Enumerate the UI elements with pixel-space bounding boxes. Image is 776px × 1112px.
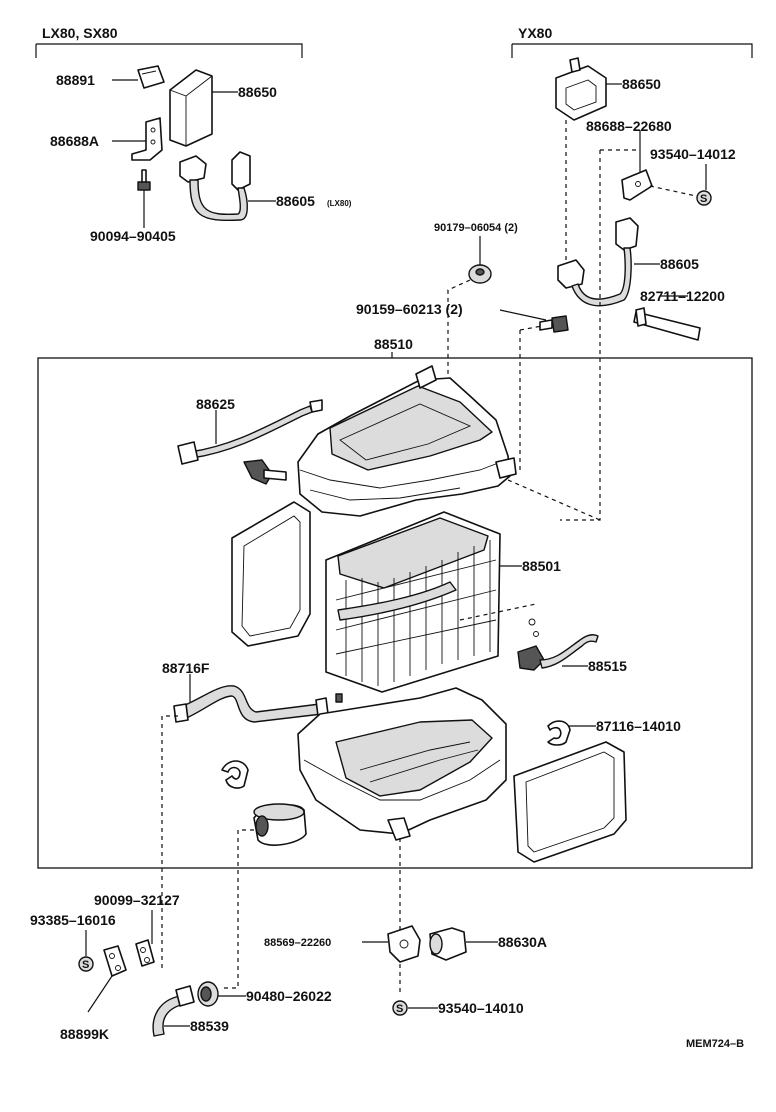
label-88605-left-note: (LX80): [327, 199, 352, 208]
dash-bracket-to-s: [649, 185, 697, 197]
symbol-s-93540-14012: S: [696, 190, 712, 206]
part-clip-small: [243, 459, 287, 485]
part-88515-thermistor: [517, 618, 599, 671]
symbol-s-93385: S: [78, 956, 94, 972]
part-upper-case: [297, 365, 517, 517]
part-88501-evaporator: [325, 511, 501, 693]
diagram-code: MEM724–B: [686, 1038, 744, 1050]
svg-text:S: S: [396, 1003, 403, 1015]
part-88688A-bracket: [131, 117, 163, 161]
label-88688A: 88688A: [50, 133, 99, 149]
label-88688-22680: 88688–22680: [586, 118, 672, 134]
part-90099-plate: [135, 939, 155, 967]
part-left-gasket: [231, 501, 311, 647]
part-small-clip-left: [221, 760, 249, 789]
part-87116-clip: [547, 720, 571, 746]
part-88605-right-harness: [557, 217, 639, 307]
part-88630A-switch: [429, 927, 467, 961]
svg-text:S: S: [82, 959, 89, 971]
part-90159-bolt: [539, 315, 569, 333]
dash-filter-down: [220, 829, 254, 989]
label-88510: 88510: [374, 336, 413, 352]
svg-text:S: S: [700, 193, 707, 205]
label-90099: 90099–32127: [94, 892, 180, 908]
label-88605-left: 88605: [276, 193, 315, 209]
part-88625-sensor: [177, 399, 323, 465]
label-93540-14010: 93540–14010: [438, 1000, 524, 1016]
dash-nut-to-unit: [447, 279, 471, 388]
label-90159: 90159–60213 (2): [356, 301, 463, 317]
label-87116: 87116–14010: [596, 718, 681, 734]
dash-bolt-in: [519, 325, 543, 331]
label-88891: 88891: [56, 72, 95, 88]
label-88716F: 88716F: [162, 660, 210, 676]
part-88650-right-amplifier: [555, 57, 607, 121]
assembly-frame-88510: [37, 357, 753, 869]
label-88650-left: 88650: [238, 84, 277, 100]
dash-core-to-valve: [459, 603, 537, 621]
label-90179: 90179–06054 (2): [434, 222, 518, 234]
group-bracket-left: [35, 43, 303, 58]
dash-bolt-to-unit: [506, 330, 521, 471]
part-90480-grommet: [197, 981, 219, 1007]
symbol-s-93540-14010: S: [392, 1000, 408, 1016]
dash-bracket-to-unit: [560, 150, 601, 521]
leader-90159: [499, 309, 547, 321]
label-88630A: 88630A: [498, 934, 547, 950]
part-88891-bracket: [137, 65, 165, 89]
label-88650-right: 88650: [622, 76, 661, 92]
group-label-left: LX80, SX80: [42, 25, 118, 41]
label-88515: 88515: [588, 658, 627, 674]
dash-unit-to-bracket: [507, 479, 601, 521]
part-82711-clamp: [633, 307, 701, 341]
label-93540-14012: 93540–14012: [650, 146, 736, 162]
label-90480: 90480–26022: [246, 988, 332, 1004]
leader-88899K: [87, 975, 113, 1013]
group-bracket-right: [511, 43, 753, 58]
label-90094: 90094–90405: [90, 228, 176, 244]
part-90179-nut: [468, 264, 492, 284]
label-88569: 88569–22260: [264, 937, 331, 949]
label-88899K: 88899K: [60, 1026, 109, 1042]
part-88539-hose: [152, 985, 195, 1037]
part-lower-case: [297, 687, 507, 841]
part-88688-22680-bracket: [621, 169, 653, 201]
part-88605-left-harness: [179, 151, 251, 222]
label-82711: 82711–12200: [640, 288, 725, 304]
part-filter-element: [253, 803, 307, 846]
part-88899K-plate: [103, 945, 127, 977]
dash-hose-down: [161, 715, 178, 968]
part-90094-screw: [137, 169, 151, 191]
part-88650-left-box: [169, 69, 213, 147]
label-88625: 88625: [196, 396, 235, 412]
part-88569-bracket: [387, 925, 421, 963]
label-93385: 93385–16016: [30, 912, 116, 928]
label-88501: 88501: [522, 558, 561, 574]
label-88605-right: 88605: [660, 256, 699, 272]
label-88539: 88539: [190, 1018, 229, 1034]
group-label-right: YX80: [518, 25, 552, 41]
part-right-gasket: [513, 741, 627, 863]
